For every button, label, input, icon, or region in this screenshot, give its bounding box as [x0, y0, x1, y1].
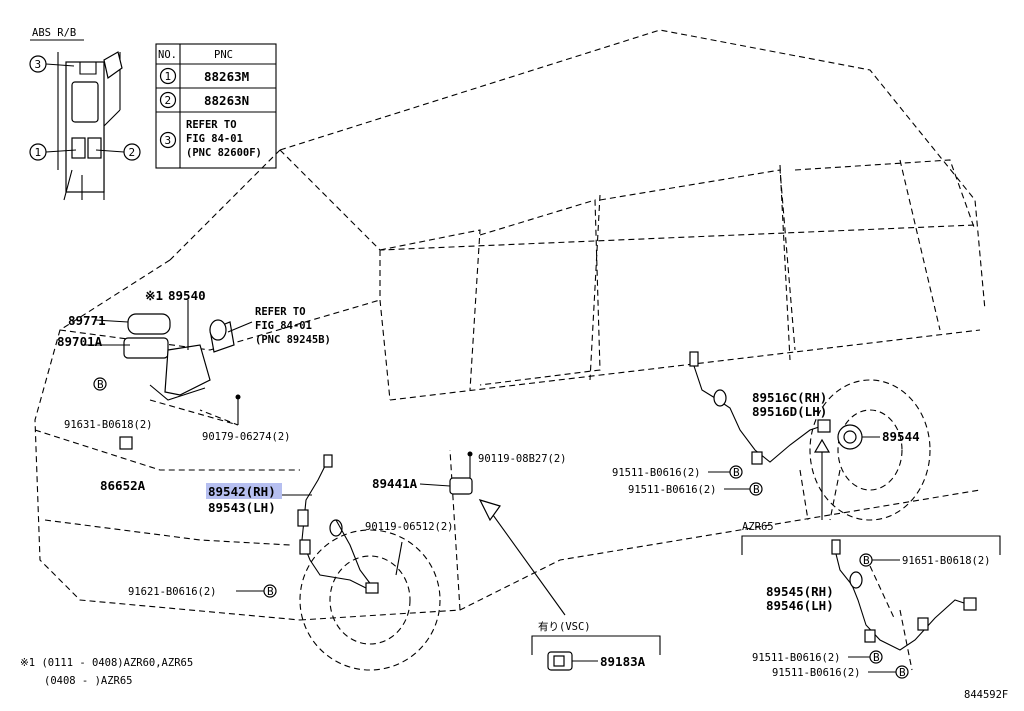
part-91631-label: 91631-B0618(2): [64, 419, 153, 431]
part-89540-mark: ※1: [145, 288, 163, 303]
pnc-table: NO. PNC 1 88263M 2 88263N 3 REFER TO FIG…: [155, 43, 277, 169]
part-91651-label: 91651-B0618(2): [902, 555, 991, 567]
part-91511-a-label: 91511-B0616(2): [612, 467, 701, 479]
part-89546-label: 89546(LH): [766, 598, 834, 613]
callout-3: 3: [35, 58, 42, 71]
bolt-b-icon-4: [749, 482, 763, 496]
pnc-row-1-no: 1: [165, 70, 172, 83]
svg-text:B: B: [97, 378, 104, 391]
pnc-row-3-line3: (PNC 82600F): [186, 147, 262, 159]
bolt-b-icon-6: [869, 650, 883, 664]
pnc-row-1-pnc: 88263M: [204, 69, 249, 84]
part-89183A-label: 89183A: [600, 654, 646, 669]
part-89771-label: 89771: [68, 313, 106, 328]
refer-label-1: REFER TO: [255, 306, 306, 318]
footnote-line-2: (0408 - )AZR65: [44, 675, 133, 687]
pnc-header-pnc: PNC: [214, 49, 233, 61]
actuator-cluster: B: [85, 300, 241, 450]
part-89441A-label: 89441A: [372, 476, 418, 491]
vsc-box: 有り(VSC): [531, 620, 661, 671]
part-91621-label: 91621-B0616(2): [128, 586, 217, 598]
abs-rb-inset: ABS R/B 3 1 2: [29, 27, 141, 201]
part-86652A-label: 86652A: [100, 478, 146, 493]
svg-text:B: B: [267, 585, 274, 598]
azr65-inset: AZR65: [741, 521, 1001, 671]
abs-rb-title: ABS R/B: [32, 27, 76, 39]
part-90179-label: 90179-06274(2): [202, 431, 291, 443]
pnc-row-3-line1: REFER TO: [186, 119, 237, 131]
bolt-b-icon-1: [93, 377, 107, 391]
highlight-89542: [206, 483, 282, 499]
pnc-row-2-no: 2: [165, 94, 172, 107]
svg-text:B: B: [753, 483, 760, 496]
part-91511-c-label: 91511-B0616(2): [752, 652, 841, 664]
pnc-table-border: [155, 43, 277, 169]
part-89516C-label: 89516C(RH): [752, 390, 827, 405]
svg-text:B: B: [733, 466, 740, 479]
part-89543-label: 89543(LH): [208, 500, 276, 515]
pnc-row-3-no: 3: [165, 134, 172, 147]
part-89542-label[interactable]: 89542(RH): [208, 484, 276, 499]
part-89516D-label: 89516D(LH): [752, 404, 827, 419]
part-90119-08B27-label: 90119-08B27(2): [478, 453, 567, 465]
svg-text:B: B: [863, 554, 870, 567]
front-speed-sensor: [297, 454, 403, 594]
part-91511-d-label: 91511-B0616(2): [772, 667, 861, 679]
bolt-b-icon-3: [729, 465, 743, 479]
vsc-label: 有り(VSC): [538, 620, 591, 633]
callout-1: 1: [35, 146, 42, 159]
pnc-header-no: NO.: [158, 49, 177, 61]
part-91511-b-label: 91511-B0616(2): [628, 484, 717, 496]
rear-speed-sensor: [689, 351, 863, 521]
svg-text:B: B: [899, 666, 906, 679]
footnote-line-1: ※1 (0111 - 0408)AZR60,AZR65: [20, 657, 193, 669]
bolt-b-icon-2: [263, 584, 277, 598]
part-86652A-body: [119, 436, 133, 450]
part-89701A-label: 89701A: [57, 334, 103, 349]
refer-label-3: (PNC 89245B): [255, 334, 331, 346]
figure-code: 844592F: [964, 689, 1008, 701]
callout-2: 2: [129, 146, 136, 159]
part-89540-body: [164, 344, 211, 396]
part-89540-label: 89540: [168, 288, 206, 303]
bolt-b-icon-7: [895, 665, 909, 679]
part-89544-label: 89544: [882, 429, 920, 444]
pnc-row-3-line2: FIG 84-01: [186, 133, 243, 145]
part-89441A-body: [449, 477, 473, 495]
pnc-row-2-pnc: 88263N: [204, 93, 249, 108]
azr65-label: AZR65: [742, 521, 774, 533]
svg-text:B: B: [873, 651, 880, 664]
part-89545-label: 89545(RH): [766, 584, 834, 599]
vehicle-outline: [34, 29, 986, 671]
refer-label-2: FIG 84-01: [255, 320, 312, 332]
yaw-sensor: [419, 451, 566, 616]
part-90119-06512-label: 90119-06512(2): [365, 521, 454, 533]
part-89771-body: [127, 313, 171, 335]
part-89701A-body: [123, 337, 169, 359]
